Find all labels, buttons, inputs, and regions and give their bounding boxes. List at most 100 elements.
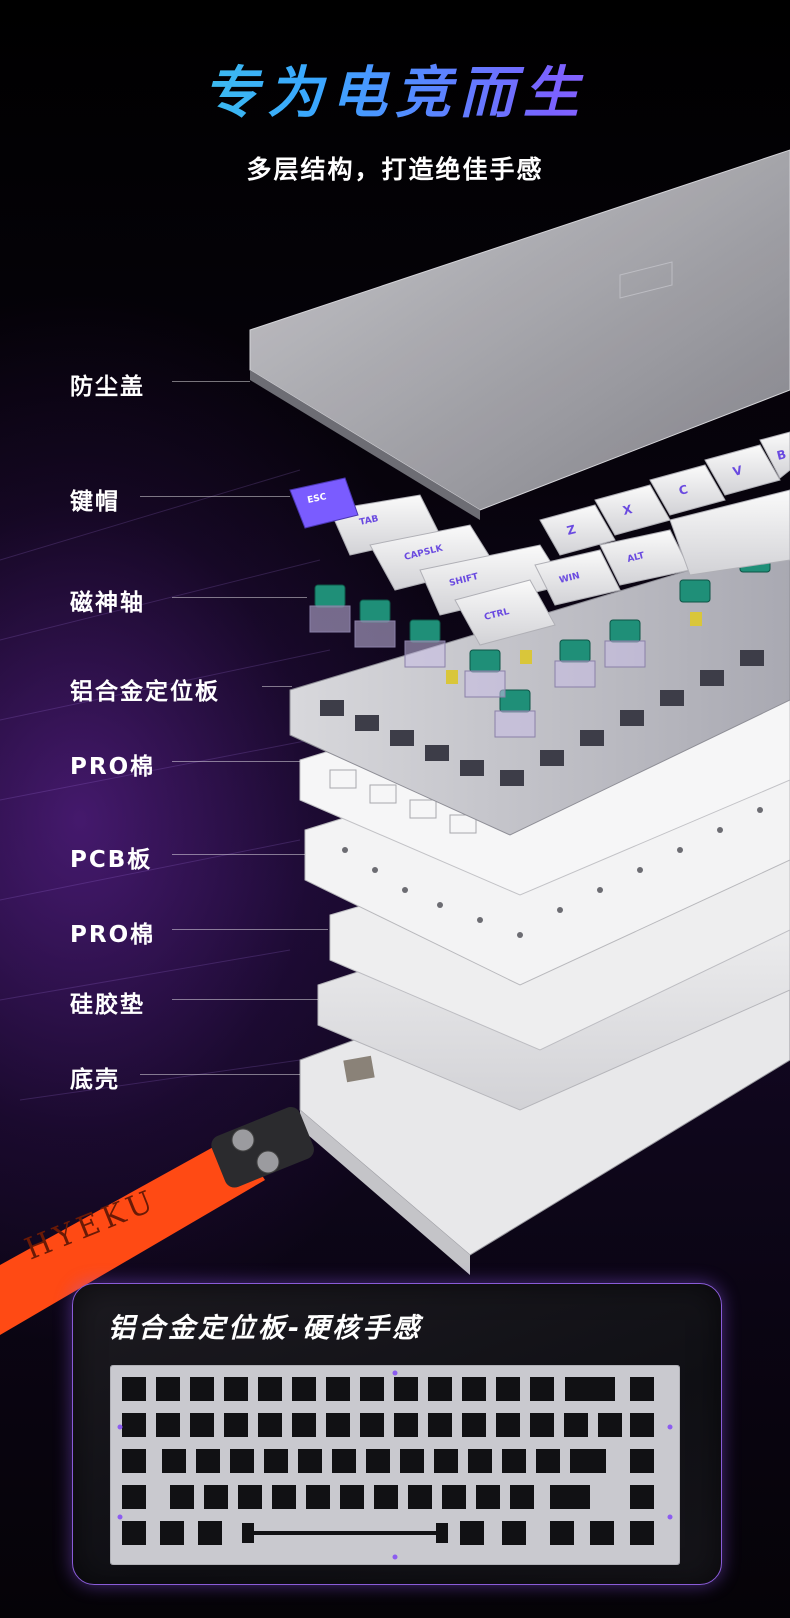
plate-key-hole [224,1377,248,1401]
plate-key-hole [230,1449,254,1473]
leader-dust-cover [172,381,250,382]
plate-key-hole [630,1449,654,1473]
plate-key-hole [408,1485,432,1509]
plate-key-hole [326,1377,350,1401]
plate-key-hole [122,1413,146,1437]
leader-keycaps [140,496,290,497]
plate-panel-title: 铝合金定位板-硬核手感 [108,1313,423,1344]
plate-key-hole [400,1449,424,1473]
plate-key-hole [442,1485,466,1509]
plate-key-hole [394,1413,418,1437]
plate-key-hole [360,1413,384,1437]
leader-bottom-case [140,1074,300,1075]
leader-magnetic-switch [172,597,307,598]
plate-stabilizer-hole [550,1485,590,1509]
plate-key-hole [190,1413,214,1437]
keycap-label-x: X [621,502,634,518]
plate-key-hole [238,1485,262,1509]
plate-key-hole [502,1521,526,1545]
leader-pro-foam-upper [172,761,300,762]
plate-key-hole [122,1449,146,1473]
keycap-label-alt: ALT [626,551,646,565]
plate-key-hole [496,1377,520,1401]
plate-key-hole [476,1485,500,1509]
aluminium-plate-topview [110,1365,680,1565]
plate-key-hole [298,1449,322,1473]
plate-key-hole [156,1413,180,1437]
plate-key-hole [530,1377,554,1401]
plate-key-hole [428,1377,452,1401]
keycaps [289,431,790,646]
plate-key-hole [198,1521,222,1545]
plate-key-hole [160,1521,184,1545]
plate-key-hole [224,1413,248,1437]
plate-key-hole [510,1485,534,1509]
plate-key-hole [122,1485,146,1509]
plate-key-hole [292,1377,316,1401]
plate-key-hole [598,1413,622,1437]
keycap-label-c: C [677,482,689,498]
keycap-label-win: WIN [558,571,581,586]
label-keycaps: 键帽 [70,489,120,515]
plate-key-hole [530,1413,554,1437]
label-dust-cover: 防尘盖 [70,374,145,400]
label-pro-foam-upper: PRO棉 [70,754,156,780]
plate-stabilizer-hole [565,1377,615,1401]
plate-key-hole [550,1521,574,1545]
leader-pro-foam-lower [172,929,328,930]
plate-key-hole [564,1413,588,1437]
esc-keycap [289,477,359,529]
magnetic-switches [309,549,771,738]
plate-key-hole [264,1449,288,1473]
plate-key-hole [258,1377,282,1401]
plate-key-hole [502,1449,526,1473]
label-silicone-pad: 硅胶垫 [70,992,145,1018]
plate-key-hole [360,1377,384,1401]
page-subtitle: 多层结构，打造绝佳手感 [246,155,544,184]
plate-key-hole [590,1521,614,1545]
plate-key-hole [394,1377,418,1401]
plate-key-hole [630,1521,654,1545]
plate-key-hole [428,1413,452,1437]
plate-key-hole [292,1413,316,1437]
plate-key-hole [122,1521,146,1545]
plate-key-hole [460,1521,484,1545]
plate-key-hole [196,1449,220,1473]
page-title: 专为电竞而生 [0,48,790,129]
keycap-label-z: Z [565,522,577,538]
keycap-label-tab: TAB [359,514,380,528]
plate-key-hole [156,1377,180,1401]
plate-key-hole [630,1413,654,1437]
keycap-label-esc: ESC [307,492,328,506]
label-magnetic-switch: 磁神轴 [70,590,145,616]
plate-key-hole [462,1377,486,1401]
plate-key-hole [272,1485,296,1509]
plate-key-hole [258,1413,282,1437]
plate-spacebar-stab [242,1523,254,1543]
label-pcb-board: PCB板 [70,847,153,873]
plate-key-hole [162,1449,186,1473]
plate-key-hole [306,1485,330,1509]
plate-key-hole [630,1377,654,1401]
plate-key-hole [340,1485,364,1509]
keycap-label-v: V [731,463,744,479]
plate-key-hole [366,1449,390,1473]
leader-pcb-board [172,854,305,855]
dust-cover [249,149,790,520]
plate-spacebar-stab [436,1523,448,1543]
label-pro-foam-lower: PRO棉 [70,922,156,948]
plate-key-hole [496,1413,520,1437]
leader-silicone-pad [172,999,318,1000]
plate-stabilizer-hole [570,1449,606,1473]
plate-key-hole [326,1413,350,1437]
plate-key-hole [536,1449,560,1473]
label-bottom-case: 底壳 [70,1067,120,1093]
lanyard-strap [0,1107,314,1335]
plate-spacebar-slot [250,1531,440,1535]
plate-key-hole [204,1485,228,1509]
plate-key-hole [122,1377,146,1401]
plate-key-hole [630,1485,654,1509]
plate-key-hole [332,1449,356,1473]
